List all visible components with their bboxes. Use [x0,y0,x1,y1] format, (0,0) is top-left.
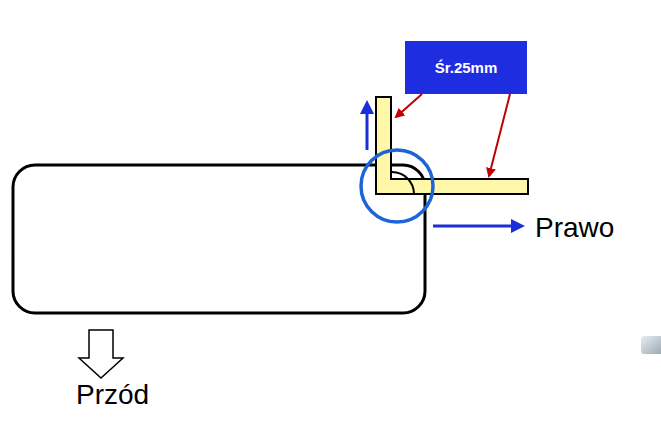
up-arrow [366,112,369,150]
highlight-circle [361,150,433,222]
front-arrow [79,330,123,378]
right-arrow-head [511,219,525,233]
direction-label: Przód [76,380,149,411]
thumbnail-icon [641,336,661,354]
leader-line [396,94,422,117]
body-outline [13,165,425,313]
corner-arc [392,172,414,194]
leader-line [489,94,510,176]
dimension-box: Śr.25mm [405,41,527,94]
up-arrow-head [360,100,374,114]
right-arrow [433,225,512,228]
dimension-text: Śr.25mm [435,59,498,76]
direction-label: Prawo [535,213,614,244]
